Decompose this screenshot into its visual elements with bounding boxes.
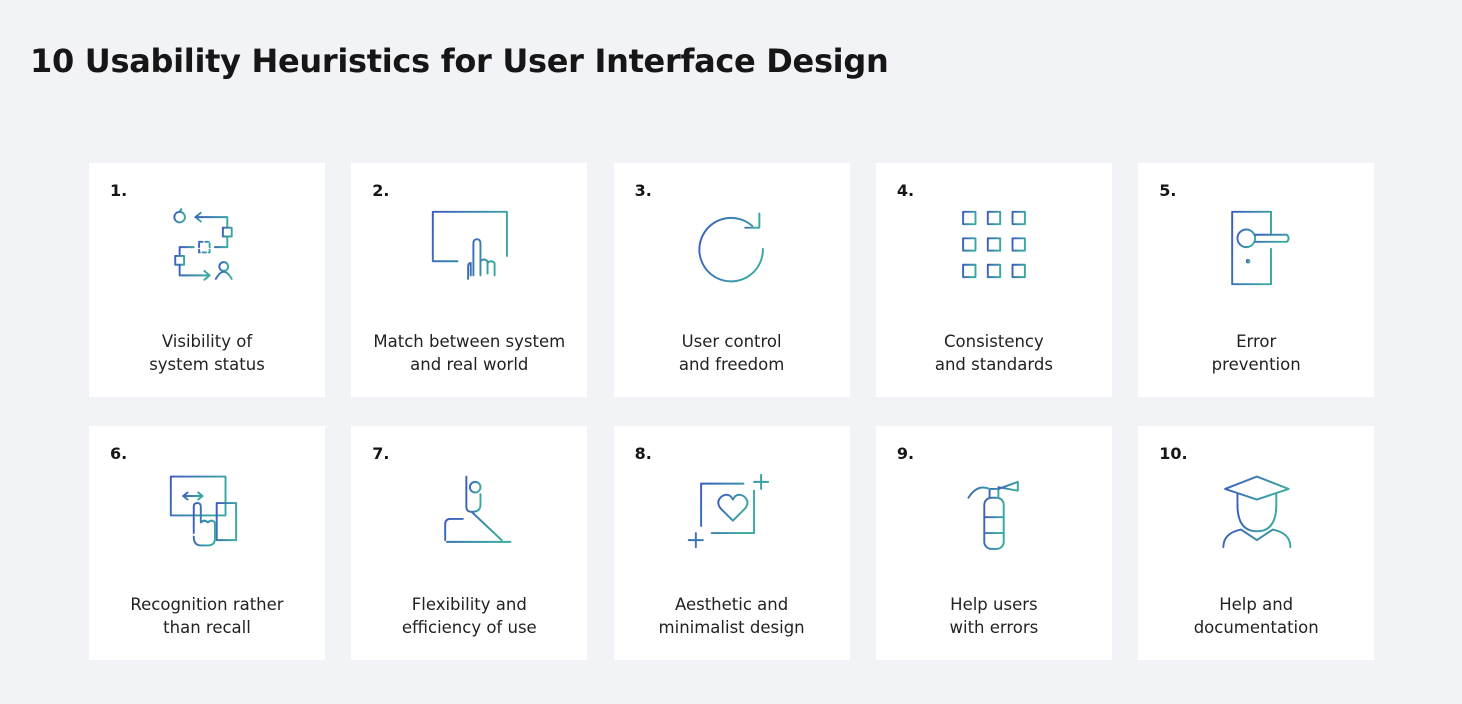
heuristic-label-line1: User control (681, 332, 782, 351)
heuristic-label-line2: with errors (949, 618, 1039, 637)
heuristic-number: 5. (1159, 181, 1177, 200)
heuristic-number: 4. (896, 181, 915, 200)
flow-status-icon (173, 208, 233, 281)
heuristic-number: 9. (896, 444, 915, 463)
page-title: 10 Usability Heuristics for User Interfa… (30, 42, 889, 80)
door-handle-icon (1231, 210, 1290, 286)
heuristic-label-line2: and real world (410, 355, 529, 374)
touch-screen-icon (432, 210, 509, 280)
heuristic-label-line2: and freedom (678, 355, 785, 374)
heuristic-label: User control and freedom (614, 330, 850, 376)
heuristic-label: Flexibility and efficiency of use (351, 593, 587, 639)
grid-network-icon (962, 210, 1026, 279)
heuristic-label-line1: Error (1236, 332, 1277, 351)
heuristic-label-line2: and standards (934, 355, 1053, 374)
heuristic-label-line2: documentation (1193, 618, 1319, 637)
heart-frame-icon (687, 473, 769, 549)
heuristic-card: 3. User control and freedom (613, 163, 850, 397)
heuristic-label-line2: efficiency of use (401, 618, 537, 637)
heuristic-card: 4. Consistency and standards (875, 163, 1112, 397)
screens-touch-icon (169, 475, 238, 547)
fire-extinguisher-icon (967, 480, 1019, 550)
heuristic-number: 1. (110, 181, 128, 200)
heuristic-label-line1: Help users (950, 595, 1038, 614)
heuristic-number: 6. (110, 444, 128, 463)
heuristic-label: Error prevention (1138, 330, 1374, 376)
heuristic-label: Recognition rather than recall (89, 593, 325, 639)
heuristic-label-line1: Aesthetic and (674, 595, 789, 614)
heuristic-label-line1: Match between system (373, 332, 566, 351)
heuristic-label: Help and documentation (1138, 593, 1374, 639)
heuristic-card: 9. Help users with errors (875, 426, 1112, 660)
heuristic-label-line1: Flexibility and (411, 595, 527, 614)
heuristic-label-line1: Recognition rather (130, 595, 284, 614)
heuristic-label-line1: Visibility of (161, 332, 253, 351)
heuristic-label-line1: Help and (1219, 595, 1294, 614)
heuristic-card: 6. Recognition rather than recall (89, 426, 325, 660)
stretching-person-icon (444, 475, 512, 543)
heuristic-label: Consistency and standards (876, 330, 1112, 376)
heuristic-card: 10. Help and documentation (1138, 426, 1375, 660)
heuristic-label-line2: minimalist design (658, 618, 805, 637)
heuristic-label-line2: prevention (1211, 355, 1301, 374)
heuristic-label: Aesthetic and minimalist design (614, 593, 850, 639)
heuristic-card: 2. Match between system and real world (351, 163, 588, 397)
heuristic-label: Visibility of system status (89, 330, 325, 376)
heuristic-number: 2. (372, 181, 390, 200)
heuristic-number: 3. (634, 181, 652, 200)
heuristic-card: 7. Flexibility and efficiency of use (351, 426, 588, 660)
heuristic-number: 7. (372, 444, 390, 463)
heuristic-label: Match between system and real world (351, 330, 587, 376)
heuristic-label-line2: than recall (163, 618, 251, 637)
heuristic-label-line2: system status (149, 355, 265, 374)
refresh-arrow-icon (698, 212, 764, 283)
heuristic-number: 8. (634, 444, 652, 463)
heuristic-card: 8. Aesthetic and minimalist design (613, 426, 850, 660)
heuristic-label: Help users with errors (876, 593, 1112, 639)
heuristic-card: 1. Visibility of system status (89, 163, 325, 397)
heuristic-label-line1: Consistency (944, 332, 1044, 351)
heuristic-card: 5. Error prevention (1138, 163, 1375, 397)
heuristic-number: 10. (1159, 444, 1188, 463)
graduate-icon (1222, 475, 1292, 549)
